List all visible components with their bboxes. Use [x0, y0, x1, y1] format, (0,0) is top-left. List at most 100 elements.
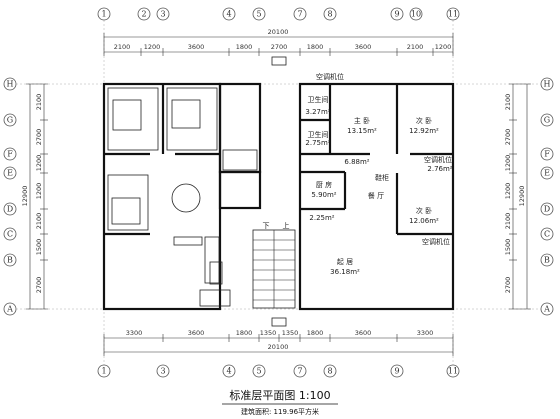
axis-label-top-7: 7	[297, 10, 302, 19]
second-bedroom-2-area: 12.06m²	[409, 217, 439, 225]
top-dim-4: 1800	[236, 43, 253, 51]
axis-label-bottom-5: 5	[256, 367, 261, 376]
axis-label-right-B: B	[544, 256, 550, 265]
axis-label-bottom-9: 9	[394, 367, 399, 376]
second-bedroom-2-label: 次 卧	[416, 206, 432, 215]
axis-label-top-11: 11	[448, 10, 458, 19]
axis-label-bottom-11: 11	[448, 367, 458, 376]
bottom-axis-markers: 1 3 4 5 7 8 9 11	[97, 364, 460, 378]
kitchen-area: 5.90m²	[311, 191, 336, 199]
right-dim-3: 1200	[504, 155, 512, 172]
axis-label-right-H: H	[544, 80, 551, 89]
left-dim-3: 1200	[35, 155, 43, 172]
left-axis-markers: H G F E D C B A	[3, 77, 17, 316]
top-dim-8: 2100	[407, 43, 424, 51]
living-room-area: 36.18m²	[330, 268, 360, 276]
left-dim-6: 1500	[35, 239, 43, 256]
right-dim-4: 1200	[504, 183, 512, 200]
axis-label-top-8: 8	[327, 10, 332, 19]
shoe-cabinet-label: 鞋柜	[375, 173, 389, 182]
axis-label-top-3: 3	[160, 10, 165, 19]
axis-label-top-9: 9	[394, 10, 399, 19]
master-bedroom-label: 主 卧	[354, 116, 370, 125]
top-dim-7: 3600	[355, 43, 372, 51]
axis-label-left-H: H	[7, 80, 14, 89]
left-dim-4: 1200	[35, 183, 43, 200]
bathroom-1-label: 卫生间	[308, 95, 329, 104]
left-unit-walls	[102, 82, 222, 311]
bathroom-1-area: 3.27m²	[305, 108, 330, 116]
left-dimensions: 12900 2100 2700 1200 1200 2100 1500 2700	[21, 83, 48, 310]
axis-label-bottom-8: 8	[327, 367, 332, 376]
right-dim-1: 2100	[504, 94, 512, 111]
top-dim-5: 2700	[271, 43, 288, 51]
bottom-dim-3: 1800	[236, 329, 253, 337]
ac-unit-top-label: 空调机位	[316, 72, 344, 81]
stair-down-label: 下	[263, 222, 270, 230]
top-dim-3: 3600	[188, 43, 205, 51]
left-dim-7: 2700	[35, 277, 43, 294]
axis-label-left-E: E	[7, 169, 13, 178]
axis-label-left-C: C	[7, 230, 13, 239]
ac-unit-bottom-label: 空调机位	[422, 237, 450, 246]
axis-label-top-5: 5	[256, 10, 261, 19]
axis-label-left-B: B	[7, 256, 13, 265]
bottom-dim-8: 3300	[417, 329, 434, 337]
corridor-area: 2.25m²	[309, 214, 334, 222]
left-dim-1: 2100	[35, 94, 43, 111]
dining-label: 餐 厅	[368, 191, 384, 200]
top-axis-markers: 1 2 3 4 5 7 8 9 10 11	[97, 7, 460, 21]
living-room-label: 起 居	[337, 258, 353, 266]
axis-label-right-A: A	[543, 305, 550, 314]
axis-label-bottom-4: 4	[226, 367, 231, 376]
axis-label-right-F: F	[544, 150, 550, 159]
bottom-dim-5: 1350	[282, 329, 299, 337]
axis-label-right-E: E	[544, 169, 550, 178]
axis-label-right-D: D	[544, 205, 550, 214]
left-dim-5: 2100	[35, 213, 43, 230]
axis-label-bottom-1: 1	[101, 367, 106, 376]
top-dim-1: 2100	[114, 43, 131, 51]
right-dimensions: 12900 2100 2700 1200 1200 2100 1500 2700	[504, 83, 531, 310]
right-unit-walls	[298, 82, 455, 311]
top-total-dimension: 20100	[268, 28, 289, 36]
right-axis-markers: H G F E D C B A	[540, 77, 554, 316]
ac-unit-mid-label: 空调机位	[424, 155, 452, 164]
top-dim-2: 1200	[144, 43, 161, 51]
axis-label-left-G: G	[7, 116, 13, 125]
bottom-dimensions: 3300 3600 1800 1350 1350 1800 3600 3300 …	[103, 329, 454, 356]
plan-title: 标准层平面图 1:100	[229, 388, 330, 402]
kitchen-label: 厨 房	[316, 180, 332, 189]
axis-label-top-4: 4	[226, 10, 231, 19]
left-unit-furniture	[111, 99, 231, 307]
right-dim-6: 1500	[504, 239, 512, 256]
axis-label-bottom-7: 7	[297, 367, 302, 376]
bottom-total-dimension: 20100	[268, 343, 289, 351]
stair-up-label: 上	[283, 221, 290, 230]
right-dim-2: 2700	[504, 129, 512, 146]
left-total-dimension: 12900	[21, 186, 29, 207]
bottom-dim-2: 3600	[188, 329, 205, 337]
axis-label-right-C: C	[544, 230, 550, 239]
second-bedroom-1-area: 12.92m²	[409, 127, 439, 135]
right-dim-5: 2100	[504, 213, 512, 230]
bottom-dim-7: 3600	[355, 329, 372, 337]
bottom-dim-4: 1350	[260, 329, 277, 337]
axis-label-top-10: 10	[411, 10, 421, 19]
axis-label-top-2: 2	[141, 10, 146, 19]
bathroom-2-area: 2.75m²	[305, 139, 330, 147]
axis-label-left-D: D	[7, 205, 13, 214]
top-dim-9: 1200	[435, 43, 452, 51]
bottom-dim-6: 1800	[307, 329, 324, 337]
axis-label-right-G: G	[544, 116, 550, 125]
bottom-dim-1: 3300	[126, 329, 143, 337]
plan-area-note: 建筑面积: 119.96平方米	[241, 407, 319, 416]
room-labels: 空调机位 卫生间 3.27m² 卫生间 2.75m² 主 卧 13.15m² 次…	[305, 72, 452, 276]
axis-label-top-1: 1	[101, 10, 106, 19]
second-bedroom-1-label: 次 卧	[416, 116, 432, 125]
top-dimensions: 20100 2100 1200 3600 1800 2700 1800 3600…	[103, 28, 454, 56]
axis-label-left-A: A	[6, 305, 13, 314]
axis-label-bottom-3: 3	[160, 367, 165, 376]
left-dim-2: 2700	[35, 129, 43, 146]
